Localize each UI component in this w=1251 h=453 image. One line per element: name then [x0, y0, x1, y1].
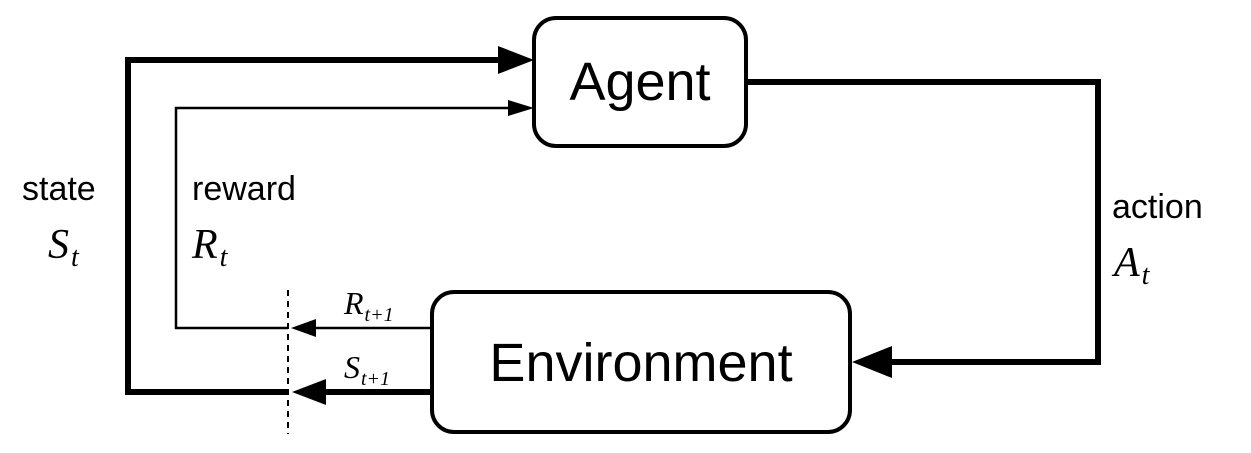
next-reward-symbol: Rt+1	[343, 285, 394, 326]
next-state-arrowhead-icon	[292, 379, 326, 405]
reward-symbol: Rt	[191, 222, 229, 273]
reward-arrowhead-icon	[508, 100, 534, 116]
environment-node: Environment	[430, 290, 852, 434]
action-symbol: At	[1111, 240, 1151, 291]
environment-label: Environment	[489, 333, 792, 393]
action-word: action	[1112, 188, 1203, 226]
state-word: state	[22, 170, 96, 208]
reward-arrow	[174, 100, 534, 330]
next-reward-arrow	[291, 319, 432, 337]
next-state-symbol: St+1	[344, 349, 390, 390]
action-arrowhead-icon	[852, 346, 892, 378]
state-symbol: St	[48, 222, 80, 273]
state-arrow	[125, 46, 534, 395]
next-state-arrow	[292, 379, 432, 405]
agent-node: Agent	[532, 16, 748, 148]
agent-label: Agent	[569, 52, 710, 112]
next-reward-arrowhead-icon	[291, 319, 316, 337]
state-arrowhead-icon	[498, 46, 534, 74]
reward-word: reward	[192, 170, 296, 208]
action-arrow	[746, 79, 1101, 378]
